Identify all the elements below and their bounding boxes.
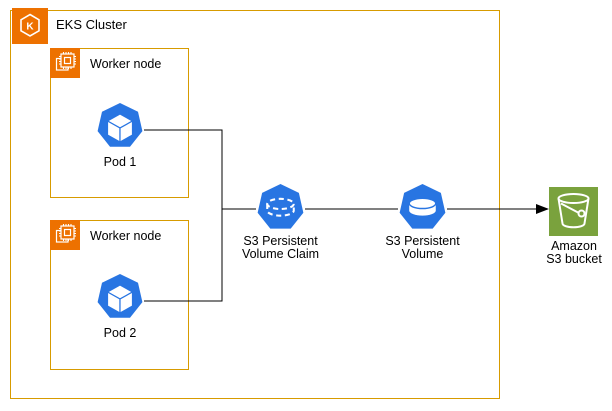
pv-label-line-2: Volume	[401, 247, 444, 261]
pvc-label-line-1: S3 Persistent	[243, 234, 318, 248]
kubernetes-pod-1-icon	[96, 102, 144, 150]
eks-cluster-box	[10, 10, 500, 399]
s3-bucket-icon	[549, 187, 598, 236]
s3-bucket-label-line-1: Amazon	[551, 239, 597, 253]
cpu-chip-icon	[50, 220, 80, 250]
s3-persistent-volume-icon	[398, 183, 447, 232]
pod-2-label: Pod 2	[103, 326, 137, 340]
s3-persistent-volume-claim-icon	[256, 183, 305, 232]
arrowhead-icon	[536, 204, 549, 214]
svg-text:K: K	[26, 22, 34, 33]
worker-node-1-box	[50, 48, 189, 198]
worker-node-2-label: Worker node	[90, 229, 162, 243]
pv-label: S3 Persistent Volume	[372, 235, 473, 261]
pod-1-label: Pod 1	[103, 155, 137, 169]
eks-hexagon-k-icon: K	[12, 8, 48, 44]
eks-cluster-label: EKS Cluster	[56, 17, 127, 32]
pvc-label: S3 Persistent Volume Claim	[230, 235, 331, 261]
cpu-chip-icon	[50, 48, 80, 78]
worker-node-1-label: Worker node	[90, 57, 162, 71]
kubernetes-pod-2-icon	[96, 273, 144, 321]
pv-label-line-1: S3 Persistent	[385, 234, 460, 248]
pvc-label-line-2: Volume Claim	[241, 247, 320, 261]
s3-bucket-label-line-2: S3 bucket	[546, 252, 602, 266]
s3-bucket-label: Amazon S3 bucket	[524, 240, 612, 266]
